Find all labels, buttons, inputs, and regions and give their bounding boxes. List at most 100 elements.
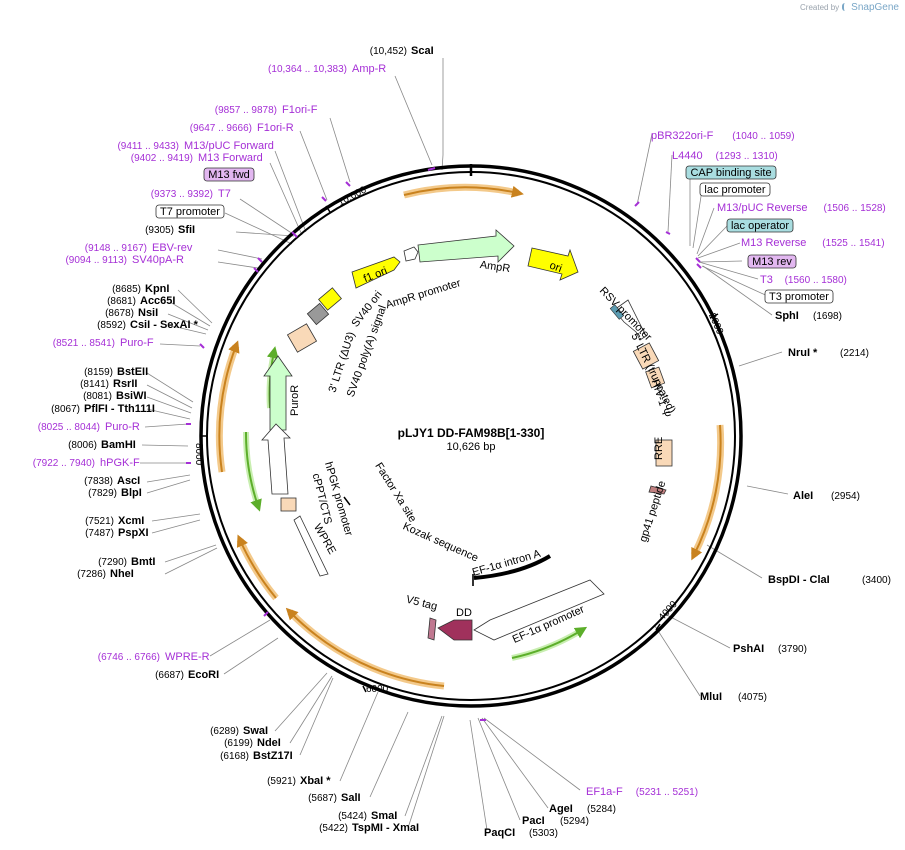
- intron-arc: [473, 554, 552, 580]
- box-text: lac promoter: [704, 184, 765, 196]
- primer-position: (1040 .. 1059): [732, 131, 794, 142]
- restriction-site: SphI(1698): [775, 310, 842, 322]
- restriction-site: EcoRI (6687): [155, 669, 219, 681]
- restriction-site: AgeI(5284): [549, 803, 616, 815]
- primer: F1ori-R(9647 .. 9666): [190, 122, 294, 134]
- restriction-site: Acc65I(8681): [107, 295, 175, 307]
- hiv-psi-box: [645, 366, 666, 389]
- restriction-site: PacI(5294): [522, 815, 589, 827]
- feature-label: RRE: [653, 437, 665, 460]
- site-name: TspMI - XmaI: [352, 822, 419, 834]
- restriction-site: PspXI(7487): [85, 527, 148, 539]
- 5ltr-box: [632, 342, 660, 370]
- feature-label: PuroR: [289, 385, 301, 416]
- restriction-site: PshAI(3790): [733, 643, 807, 655]
- restriction-site: ScaI(10,452): [370, 45, 434, 57]
- site-name: NruI *: [788, 347, 818, 359]
- feature-label: 5' LTR (truncated): [628, 331, 677, 415]
- box-text: lac operator: [731, 220, 789, 232]
- site-position: (7487): [85, 528, 114, 539]
- site-position: (8592): [97, 320, 126, 331]
- factor-xa-mark: [343, 496, 351, 506]
- restriction-site: SmaI(5424): [338, 810, 397, 822]
- box-text: CAP binding site: [690, 167, 771, 179]
- feature-label: gp41 peptide: [637, 479, 668, 543]
- restriction-site: RsrII (8141): [80, 378, 137, 390]
- box-text: M13 rev: [752, 256, 792, 268]
- ruler-label: 8000: [193, 443, 204, 466]
- site-name: SfiI: [178, 224, 195, 236]
- primer: M13 Forward(9402 .. 9419): [131, 152, 263, 164]
- site-position: (8685): [112, 284, 141, 295]
- primer-name: EF1a-F: [586, 786, 623, 798]
- v5-tag-box: [427, 617, 437, 641]
- primer-name: Puro-R: [105, 421, 140, 433]
- feature-label: AmpR: [479, 259, 511, 275]
- site-name: BlpI: [121, 487, 142, 499]
- primer: Puro-F(8521 .. 8541): [53, 337, 154, 349]
- feature-label: DD: [456, 607, 472, 619]
- leader-lines: [140, 58, 789, 831]
- rre-box: [655, 439, 673, 467]
- restriction-site: TspMI - XmaI (5422): [319, 822, 419, 834]
- ampr-promoter-arrow: [403, 246, 419, 262]
- primer: EF1a-F(5231 .. 5251): [586, 786, 698, 798]
- label-box: [203, 167, 255, 182]
- orange-arrows: [215, 183, 725, 690]
- site-name: PshAI: [733, 643, 764, 655]
- restriction-site: XbaI *(5921): [267, 775, 331, 787]
- sv40-polya-box: [306, 302, 330, 326]
- site-name: KpnI: [145, 283, 169, 295]
- primer-position: (7922 .. 7940): [33, 458, 95, 469]
- site-name: BsiWI: [116, 390, 147, 402]
- box-text: M13 fwd: [208, 169, 250, 181]
- site-name: AleI: [793, 490, 813, 502]
- plasmid-size: 10,626 bp: [447, 441, 496, 453]
- site-name: RsrII: [113, 378, 137, 390]
- label-box: [155, 204, 225, 219]
- site-name: AscI: [117, 475, 140, 487]
- restriction-site: PflFI - Tth111I(8067): [51, 403, 155, 415]
- hpgk-promoter-arrow: [261, 423, 291, 495]
- box-text: T7 promoter: [160, 206, 220, 218]
- puror-arrow: [263, 355, 293, 431]
- restriction-site: BspDI - ClaI(3400): [768, 574, 891, 586]
- primer-name: pBR322ori-F: [651, 130, 714, 142]
- site-name: ScaI: [411, 45, 434, 57]
- site-position: (5422): [319, 823, 348, 834]
- boxed-labels: M13 fwd T7 promoter CAP binding site lac pr…: [155, 165, 834, 304]
- site-name: NheI: [110, 568, 134, 580]
- label-box: [747, 254, 797, 269]
- site-name: SwaI: [243, 725, 268, 737]
- feature-label: ori: [548, 260, 564, 275]
- site-position: (8141): [80, 379, 109, 390]
- site-name: EcoRI: [188, 669, 219, 681]
- boxed-label: M13 fwd: [203, 167, 255, 182]
- primer: hPGK-F(7922 .. 7940): [33, 457, 140, 469]
- primer-position: (1560 .. 1580): [785, 275, 847, 286]
- ef1a-promoter-arrow: [473, 579, 605, 641]
- restriction-site: XcmI(7521): [85, 515, 144, 527]
- features: [261, 229, 673, 641]
- restriction-site: MluI(4075): [700, 691, 767, 703]
- primer: L4440(1293 .. 1310): [672, 150, 778, 162]
- restriction-site: SwaI(6289): [210, 725, 268, 737]
- restriction-site: NheI(7286): [77, 568, 134, 580]
- primer: Amp-R(10,364 .. 10,383): [268, 63, 386, 75]
- site-name: AgeI: [549, 803, 573, 815]
- boxed-label: CAP binding site: [685, 165, 777, 180]
- site-name: SphI: [775, 310, 799, 322]
- site-name: PaqCI: [484, 827, 515, 839]
- site-position: (6687): [155, 670, 184, 681]
- cap-marker: [609, 304, 625, 320]
- restriction-site: CsiI - SexAI *(8592): [97, 319, 198, 331]
- site-position: (9305): [145, 225, 174, 236]
- site-name: BspDI - ClaI: [768, 574, 830, 586]
- restriction-site: BsiWI(8081): [83, 390, 146, 402]
- primer-name: M13 Reverse: [741, 237, 806, 249]
- credit-prefix: Created by: [800, 3, 840, 12]
- site-position: (6168): [220, 751, 249, 762]
- primer-name: M13 Forward: [198, 152, 263, 164]
- restriction-site: AscI(7838): [84, 475, 140, 487]
- feature-label: V5 tag: [405, 594, 439, 613]
